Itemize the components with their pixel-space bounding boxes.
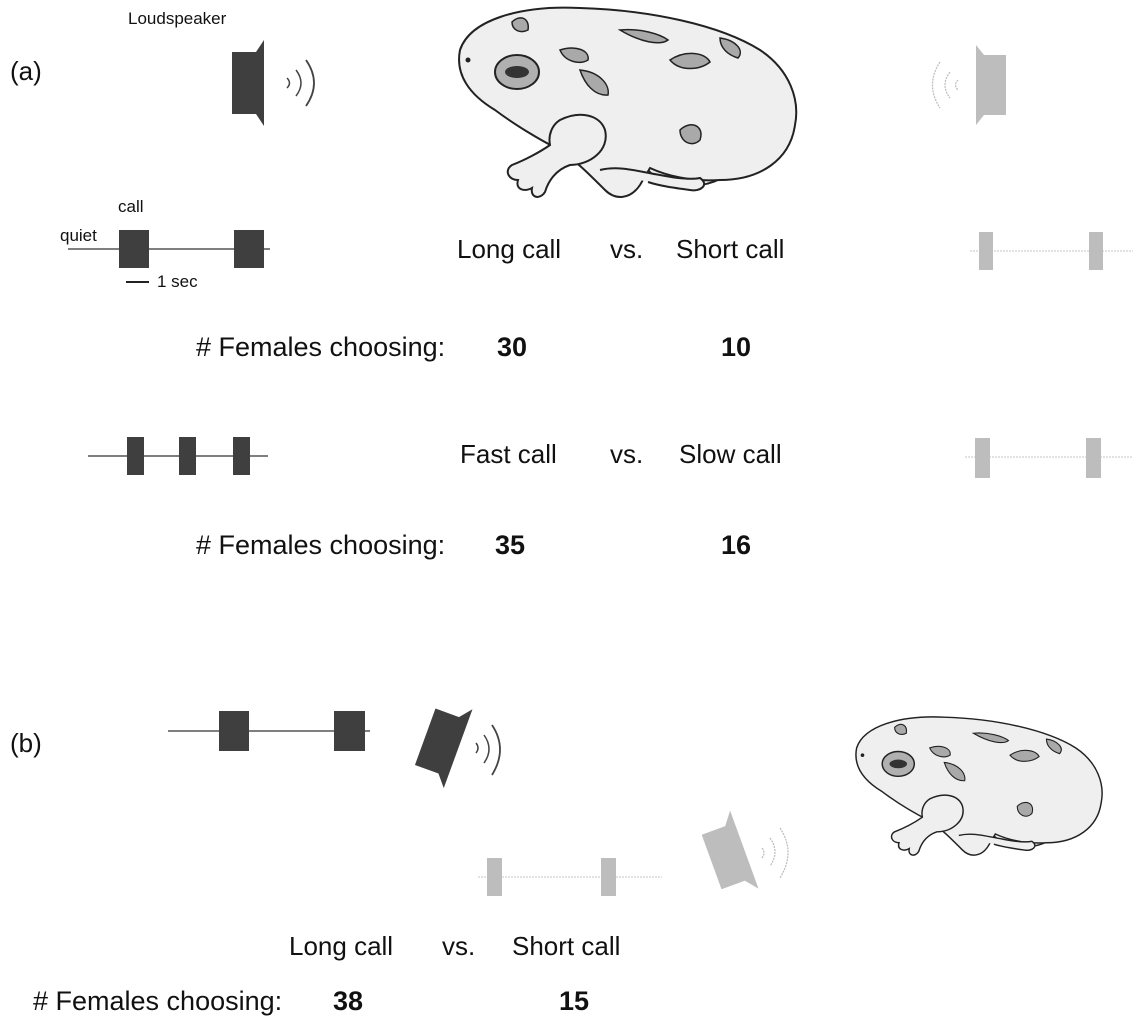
b-long-call-waveform (168, 711, 370, 751)
short-call-waveform (970, 232, 1133, 270)
b-choosing-label: # Females choosing: (33, 986, 283, 1016)
frog-illustration-a (458, 6, 798, 198)
b-sound-wave-light (761, 847, 765, 859)
trial1-vs: vs. (610, 234, 644, 264)
b-loudspeaker-dark-icon (414, 708, 473, 789)
trial2-count-right: 16 (721, 530, 752, 560)
trial2-option-left: Fast call (460, 439, 557, 469)
loudspeaker-label: Loudspeaker (128, 9, 227, 28)
trial2-option-right: Slow call (679, 439, 782, 469)
long-call-waveform (68, 230, 270, 283)
scale-label: 1 sec (157, 272, 198, 291)
trial2-count-left: 35 (495, 530, 526, 560)
slow-call-waveform (965, 438, 1133, 478)
b-option-right: Short call (512, 931, 621, 961)
frog-illustration-b (855, 716, 1103, 856)
trial2-vs: vs. (610, 439, 644, 469)
b-count-right: 15 (559, 986, 590, 1016)
panel-a-label: (a) (10, 56, 42, 86)
b-loudspeaker-light-icon (701, 810, 759, 890)
loudspeaker-left-icon (232, 40, 315, 126)
b-vs: vs. (442, 931, 476, 961)
b-option-left: Long call (289, 931, 394, 961)
trial1-count-right: 10 (721, 332, 752, 362)
b-sound-wave-light-2 (769, 837, 776, 867)
loudspeaker-right-icon (931, 45, 1006, 125)
b-sound-wave-dark (475, 742, 479, 754)
trial1-option-left: Long call (457, 234, 562, 264)
b-sound-wave-light-3 (779, 827, 789, 879)
call-label: call (118, 197, 144, 216)
panel-b-label: (b) (10, 728, 42, 758)
quiet-label: quiet (60, 226, 97, 245)
b-sound-wave-dark-2 (483, 734, 490, 764)
trial1-option-right: Short call (676, 234, 785, 264)
trial1-choosing-label: # Females choosing: (196, 332, 446, 362)
b-short-call-waveform (478, 858, 662, 896)
fast-call-waveform (88, 437, 268, 475)
trial1-count-left: 30 (497, 332, 528, 362)
b-sound-wave-dark-3 (491, 724, 501, 776)
b-count-left: 38 (333, 986, 364, 1016)
trial2-choosing-label: # Females choosing: (196, 530, 446, 560)
